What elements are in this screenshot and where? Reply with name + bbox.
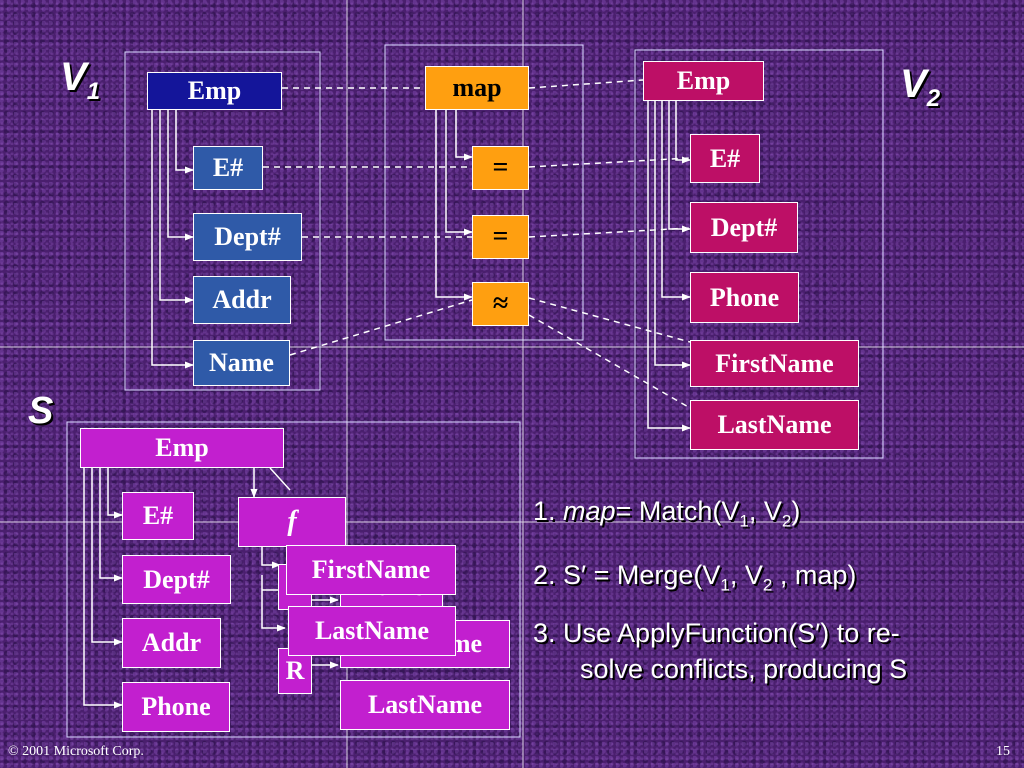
step-2-text: 2. S′ = Merge(V1, V2 , map) xyxy=(533,560,857,595)
s-dept-node: Dept# xyxy=(122,555,231,604)
v1-enum-node: E# xyxy=(193,146,263,190)
v2-dept-node: Dept# xyxy=(690,202,798,253)
s-firstname-overlay-node: FirstName xyxy=(286,545,456,595)
v1-dept-node: Dept# xyxy=(193,213,302,261)
frames xyxy=(66,44,884,738)
step-1-text: 1. map= Match(V1, V2) xyxy=(533,496,801,531)
map-node: map xyxy=(425,66,529,110)
v2-lastname-node: LastName xyxy=(690,400,859,450)
map-equal-node-2: = xyxy=(472,215,529,259)
v1-name-node: Name xyxy=(193,340,290,386)
s-phone-node: Phone xyxy=(122,682,230,732)
map-equal-node-1: = xyxy=(472,146,529,190)
footer-copyright: © 2001 Microsoft Corp. xyxy=(8,744,144,759)
s-emp-node: Emp xyxy=(80,428,284,468)
view-v1-label: V1 xyxy=(60,55,101,105)
step-3-text-line2: solve conflicts, producing S xyxy=(580,654,908,684)
page-number: 15 xyxy=(996,744,1010,759)
v2-enum-node: E# xyxy=(690,134,760,183)
view-v2-label: V2 xyxy=(900,62,941,112)
v1-emp-node: Emp xyxy=(147,72,282,110)
step-3-text-line1: 3. Use ApplyFunction(S′) to re- xyxy=(533,618,900,648)
s-enum-node: E# xyxy=(122,492,194,540)
v1-addr-node: Addr xyxy=(193,276,291,324)
v2-firstname-node: FirstName xyxy=(690,340,859,387)
s-addr-node: Addr xyxy=(122,618,221,668)
v2-emp-node: Emp xyxy=(643,61,764,101)
schema-s-label: S xyxy=(28,390,54,432)
s-lastname-node-2: LastName xyxy=(340,680,510,730)
s-lastname-overlay-node: LastName xyxy=(288,606,456,656)
s-function-node: f xyxy=(238,497,346,547)
map-similar-node: ≈ xyxy=(472,282,529,326)
v2-phone-node: Phone xyxy=(690,272,799,323)
